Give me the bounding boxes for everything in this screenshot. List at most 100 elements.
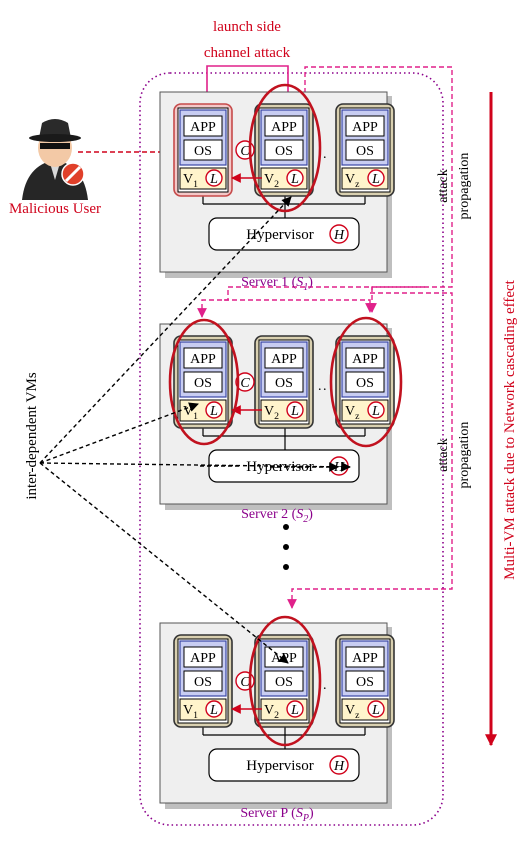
c-label: C [240, 675, 250, 690]
server-sub: 1 [303, 282, 308, 293]
app-label: APP [352, 120, 378, 135]
l-label: L [371, 404, 380, 419]
h-circle [329, 755, 349, 775]
l-label: L [290, 404, 299, 419]
os-box [264, 371, 304, 393]
h-circle [329, 224, 349, 244]
app-box [345, 115, 385, 137]
l-circle [205, 700, 223, 718]
propagation-lines [197, 66, 453, 609]
app-box [264, 115, 304, 137]
os-label: OS [275, 376, 293, 391]
os-label: OS [194, 675, 212, 690]
server-close: ) [309, 806, 314, 821]
app-box [183, 115, 223, 137]
app-label: APP [271, 352, 297, 367]
propagation-label-1a: attack [436, 169, 451, 202]
dot-sep-b: . [323, 379, 327, 394]
vm-id-label: Vz [345, 172, 360, 190]
propagation-label-1b: propagation [457, 153, 472, 220]
server-name: Server 1 ( [241, 275, 297, 290]
app-label: APP [352, 352, 378, 367]
compromise-ellipse-v2 [248, 83, 322, 213]
server-name: Server P ( [240, 806, 296, 821]
malicious-user-icon [22, 119, 88, 200]
h-label: H [333, 228, 345, 243]
app-box [183, 646, 223, 668]
server-name: Server 2 ( [241, 507, 297, 522]
vm-3: APP OS Vz L [335, 103, 395, 197]
vm-id-label: Vz [345, 404, 360, 422]
server-sub: 2 [303, 514, 308, 525]
interdependent-links [39, 196, 351, 664]
l-circle [205, 401, 223, 419]
os-box [183, 371, 223, 393]
server-caption: Server P (SP) [240, 806, 314, 824]
l-label: L [290, 172, 299, 187]
l-label: L [209, 172, 218, 187]
app-label: APP [190, 120, 216, 135]
ellipsis-dots [283, 524, 289, 570]
vm-2: APP OS V2 L [254, 103, 314, 197]
app-label: APP [190, 651, 216, 666]
c-label: C [240, 144, 250, 159]
os-box [264, 139, 304, 161]
vm-id-label: V1 [183, 172, 198, 190]
dot-sep-a: . [318, 379, 322, 394]
app-box [264, 347, 304, 369]
os-label: OS [194, 376, 212, 391]
l-circle [367, 169, 385, 187]
interdependent-label: inter-dependent VMs [24, 372, 40, 499]
h-label: H [333, 759, 345, 774]
server-caption: Server 1 (S1) [241, 275, 313, 293]
hypervisor-box [208, 748, 360, 782]
server-close: ) [308, 507, 313, 522]
os-label: OS [275, 144, 293, 159]
os-box [345, 371, 385, 393]
server-caption: Server 2 (S2) [241, 507, 313, 525]
os-box [345, 139, 385, 161]
server-sub: P [302, 813, 309, 824]
l-label: L [371, 172, 380, 187]
app-label: APP [271, 120, 297, 135]
os-box [183, 139, 223, 161]
vm-id-label: V2 [264, 172, 279, 190]
l-circle [205, 169, 223, 187]
app-box [345, 347, 385, 369]
os-box [345, 670, 385, 692]
compromise-ellipse-v2 [248, 615, 322, 747]
l-circle [286, 401, 304, 419]
l-circle [286, 700, 304, 718]
malicious-user-label: Malicious User [9, 201, 101, 217]
l-label: L [371, 703, 380, 718]
vm-id-label: V2 [264, 703, 279, 721]
os-label: OS [275, 675, 293, 690]
os-box [183, 670, 223, 692]
server-sym: S [296, 806, 303, 821]
launch-label-line2: channel attack [204, 45, 291, 61]
l-circle [367, 401, 385, 419]
server-close: ) [308, 275, 313, 290]
l-circle [286, 169, 304, 187]
propagation-label-2b: propagation [457, 422, 472, 489]
propagation-label-2a: attack [436, 438, 451, 471]
app-box [183, 347, 223, 369]
hypervisor-label: Hypervisor [246, 758, 314, 774]
dot-sep-b: . [323, 678, 327, 693]
l-label: L [290, 703, 299, 718]
app-label: APP [352, 651, 378, 666]
os-label: OS [356, 144, 374, 159]
vm-id-label: Vz [345, 703, 360, 721]
